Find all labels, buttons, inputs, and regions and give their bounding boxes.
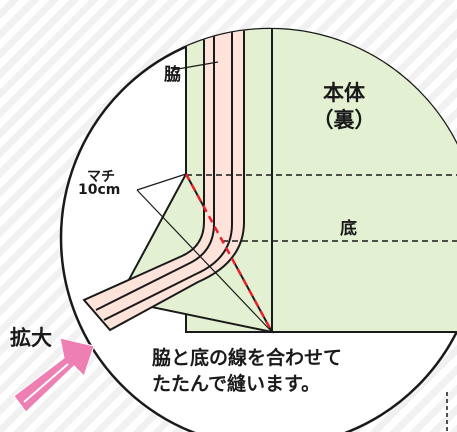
gusset-size-label: 10cm: [78, 182, 121, 198]
side-leader: [171, 61, 219, 71]
gusset-leader-1: [136, 173, 187, 191]
caption-line1: 脇と底の線を合わせて: [152, 347, 343, 369]
body-title-line2: （裏）: [312, 108, 376, 132]
side-seam-label: 脇: [164, 65, 181, 85]
zoom-label: 拡大: [10, 326, 52, 350]
bag-body-label: 本体 （裏）: [304, 80, 384, 134]
caption-line2: たたんで縫います。: [152, 373, 321, 395]
gusset-leader-2: [136, 189, 273, 333]
gusset-label: マチ: [87, 169, 115, 185]
bottom-label: 底: [340, 219, 357, 239]
stitch-line: [184, 173, 274, 333]
zoom-arrow: [13, 337, 95, 413]
body-title-line1: 本体: [323, 81, 365, 105]
instruction-caption: 脇と底の線を合わせて たたんで縫います。: [152, 345, 342, 397]
seam-allowance-strip: [82, 29, 245, 332]
